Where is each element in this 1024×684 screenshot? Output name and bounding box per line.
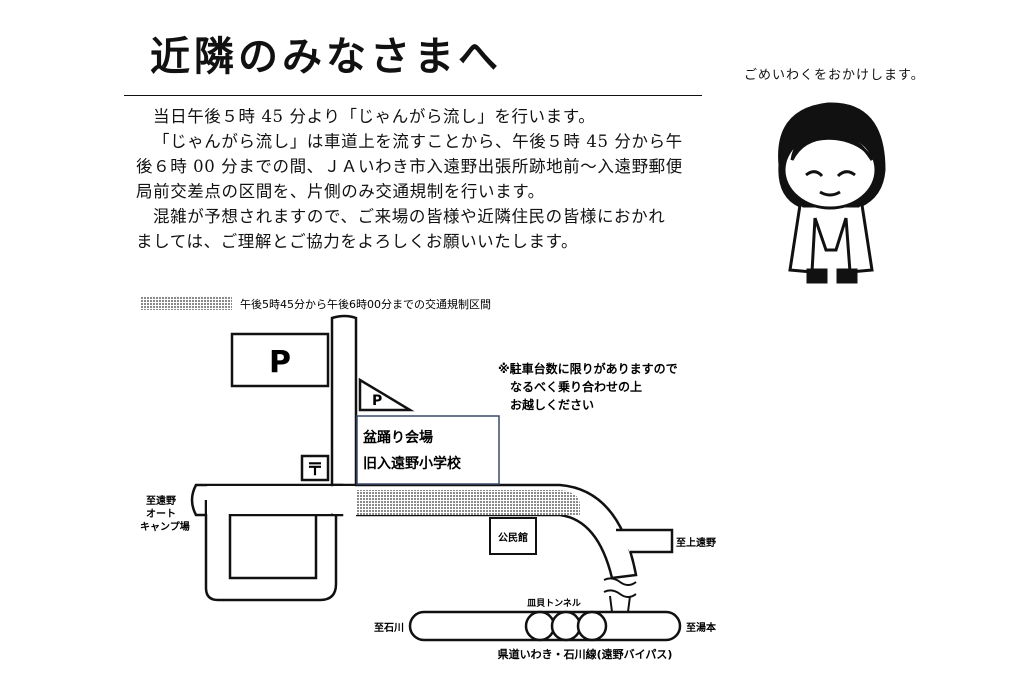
intersection bbox=[333, 486, 355, 514]
intersection-left bbox=[207, 486, 331, 514]
bowing-person-illustration bbox=[778, 102, 886, 284]
parking-note-line: お越しください bbox=[510, 397, 594, 412]
direction-camp: 至遠野 bbox=[146, 494, 176, 507]
bypass-label: 県道いわき・石川線(遠野バイパス) bbox=[498, 647, 673, 661]
tunnel-label: 皿貝トンネル bbox=[527, 598, 581, 609]
notice-line: 局前交差点の区間を、片側のみ交通規制を行います。 bbox=[136, 182, 545, 201]
notice-body: 当日午後５時 45 分より「じゃんがら流し」を行います。 「じゃんがら流し」は車… bbox=[136, 104, 716, 254]
parking-small-label: P bbox=[372, 393, 382, 409]
legend-swatch bbox=[140, 296, 232, 310]
venue-name: 盆踊り会場 bbox=[362, 429, 433, 446]
parking-main-label: P bbox=[269, 345, 291, 380]
venue-school: 旧入遠野小学校 bbox=[363, 455, 462, 472]
notice-line: 後６時 00 分までの間、ＪＡいわき市入遠野出張所跡地前〜入遠野郵便 bbox=[136, 157, 683, 176]
post-office-symbol: 〒 bbox=[307, 460, 324, 480]
parking-small-triangle bbox=[358, 377, 415, 412]
direction-camp: キャンプ場 bbox=[140, 520, 190, 533]
direction-ishikawa: 至石川 bbox=[374, 622, 404, 634]
direction-kamitono: 至上遠野 bbox=[676, 536, 716, 549]
legend-label: 午後5時45分から午後6時00分までの交通規制区間 bbox=[240, 297, 491, 311]
post-office-icon bbox=[300, 454, 330, 482]
branch-road-kamitono bbox=[616, 528, 674, 554]
parking-note-line: なるべく乗り合わせの上 bbox=[510, 379, 642, 394]
community-hall-label: 公民館 bbox=[498, 531, 528, 544]
bypass-road bbox=[408, 610, 682, 642]
parking-note-line: ※駐車台数に限りがありますので bbox=[498, 361, 678, 376]
notice-line: 当日午後５時 45 分より「じゃんがら流し」を行います。 bbox=[153, 107, 596, 126]
apology-caption: ごめいわくをおかけします。 bbox=[744, 68, 925, 83]
notice-line: 「じゃんがら流し」は車道上を流すことから、午後５時 45 分から午 bbox=[153, 132, 683, 151]
venue-box bbox=[356, 415, 500, 485]
parking-lot-main bbox=[230, 332, 330, 388]
direction-camp: オート bbox=[146, 508, 176, 520]
title-divider bbox=[124, 95, 702, 96]
direction-yumoto: 至湯本 bbox=[686, 621, 717, 634]
notice-line: 混雑が予想されますので、ご来場の皆様や近隣住民の皆様におかれ bbox=[153, 207, 666, 226]
community-hall-box bbox=[489, 517, 537, 555]
regulated-section bbox=[356, 490, 580, 515]
page-title: 近隣のみなさまへ bbox=[150, 33, 502, 80]
notice-line: ましては、ご理解とご協力をよろしくお願いいたします。 bbox=[136, 232, 579, 251]
tunnel-break bbox=[603, 577, 637, 613]
